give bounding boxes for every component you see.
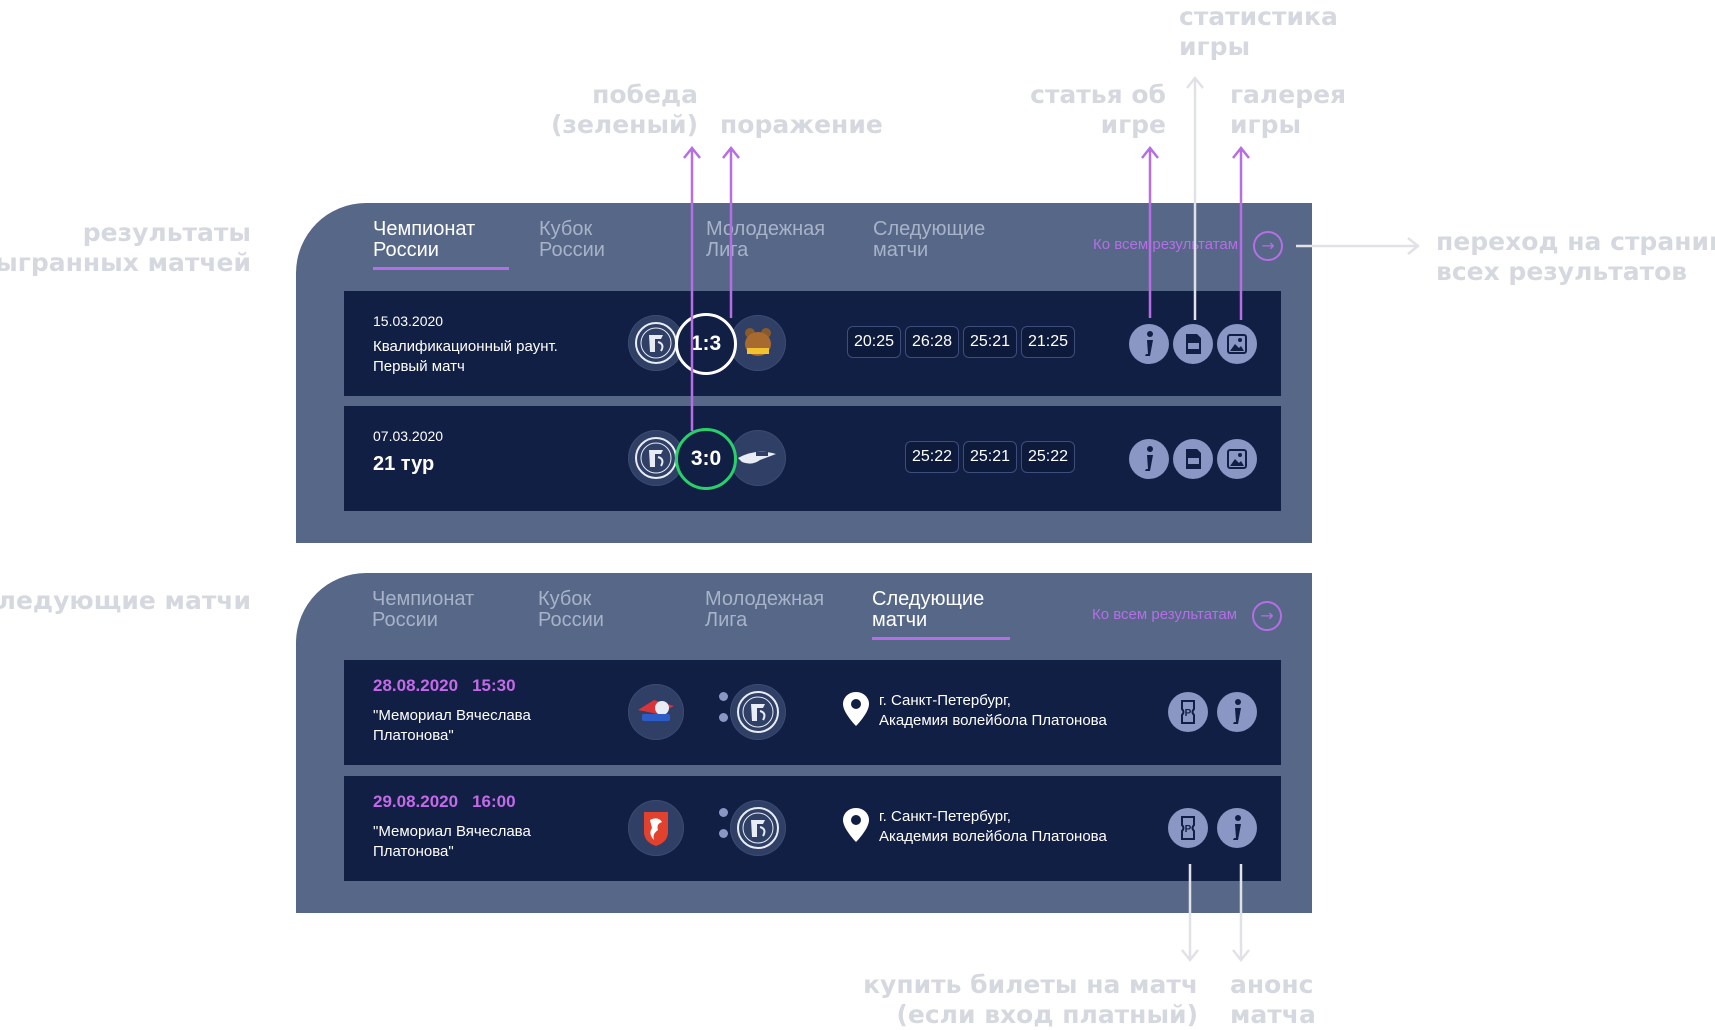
all-results-link[interactable]: Ко всем результатам bbox=[1092, 606, 1238, 623]
dynamo-logo-icon bbox=[730, 684, 786, 740]
match-title: "Мемориал Вячеслава Платонова" bbox=[373, 823, 531, 860]
info-icon[interactable] bbox=[1129, 324, 1169, 364]
match-title: "Мемориал Вячеслава Платонова" bbox=[373, 707, 531, 744]
match-date: 07.03.2020 bbox=[373, 428, 444, 444]
versus-separator bbox=[719, 808, 729, 848]
info-icon[interactable] bbox=[1129, 439, 1169, 479]
annotation-gallery: галерея игры bbox=[1230, 80, 1347, 139]
location-pin-icon bbox=[843, 808, 869, 842]
samotlor-logo-icon bbox=[628, 684, 684, 740]
opponent-bird-logo-icon bbox=[730, 430, 786, 486]
result-row: 07.03.2020 21 тур 3:0 25:22 25:21 25:22 bbox=[344, 406, 1281, 511]
gallery-icon[interactable] bbox=[1217, 439, 1257, 479]
svg-text:P: P bbox=[1185, 708, 1192, 719]
match-location: г. Санкт-Петербург,Академия волейбола Пл… bbox=[879, 692, 1107, 729]
match-title: Квалификационный раунт. Первый матч bbox=[373, 338, 558, 375]
annotation-tickets: купить билеты на матч (если вход платный… bbox=[863, 970, 1198, 1029]
annotation-stats: статистика игры bbox=[1179, 2, 1338, 61]
arrow-right-icon[interactable]: → bbox=[1252, 601, 1282, 631]
opponent-bear-logo-icon bbox=[730, 315, 786, 371]
set-score: 25:21 bbox=[963, 441, 1017, 473]
score-win: 3:0 bbox=[675, 428, 737, 490]
match-date: 15.03.2020 bbox=[373, 313, 444, 329]
result-row: 15.03.2020 Квалификационный раунт. Первы… bbox=[344, 291, 1281, 396]
location-pin-icon bbox=[843, 692, 869, 726]
arrow-right-icon[interactable]: → bbox=[1253, 231, 1283, 261]
score-loss: 1:3 bbox=[675, 313, 737, 375]
ticket-icon[interactable]: P bbox=[1168, 692, 1208, 732]
set-score: 25:21 bbox=[963, 326, 1017, 358]
dynamo-logo-icon bbox=[628, 315, 684, 371]
set-score: 25:22 bbox=[1021, 441, 1075, 473]
annotation-announce: анонс матча bbox=[1230, 970, 1316, 1029]
annotation-article: статья об игре bbox=[1030, 80, 1166, 139]
active-tab-underline bbox=[872, 637, 1010, 640]
dynamo-logo-icon bbox=[628, 430, 684, 486]
annotation-results-played: результаты сыгранных матчей bbox=[0, 218, 251, 277]
dynamo-logo-icon bbox=[730, 800, 786, 856]
set-score: 26:28 bbox=[905, 326, 959, 358]
annotation-all-results: переход на страницу всех результатов bbox=[1436, 227, 1715, 286]
dragon-shield-logo-icon bbox=[628, 800, 684, 856]
versus-separator bbox=[719, 692, 729, 732]
all-results-link[interactable]: Ко всем результатам bbox=[1093, 236, 1239, 253]
active-tab-underline bbox=[373, 267, 509, 270]
set-score: 20:25 bbox=[847, 326, 901, 358]
annotation-next-matches: следующие матчи bbox=[0, 586, 251, 615]
set-score: 21:25 bbox=[1021, 326, 1075, 358]
info-icon[interactable] bbox=[1217, 692, 1257, 732]
ticket-icon[interactable]: P bbox=[1168, 808, 1208, 848]
info-icon[interactable] bbox=[1217, 808, 1257, 848]
set-score: 25:22 bbox=[905, 441, 959, 473]
stats-document-icon[interactable] bbox=[1173, 324, 1213, 364]
gallery-icon[interactable] bbox=[1217, 324, 1257, 364]
match-title: 21 тур bbox=[373, 453, 435, 475]
annotation-loss: поражение bbox=[720, 110, 883, 139]
annotation-win: победа (зеленый) bbox=[551, 80, 698, 139]
stats-document-icon[interactable] bbox=[1173, 439, 1213, 479]
svg-text:P: P bbox=[1185, 824, 1192, 835]
match-location: г. Санкт-Петербург,Академия волейбола Пл… bbox=[879, 808, 1107, 845]
